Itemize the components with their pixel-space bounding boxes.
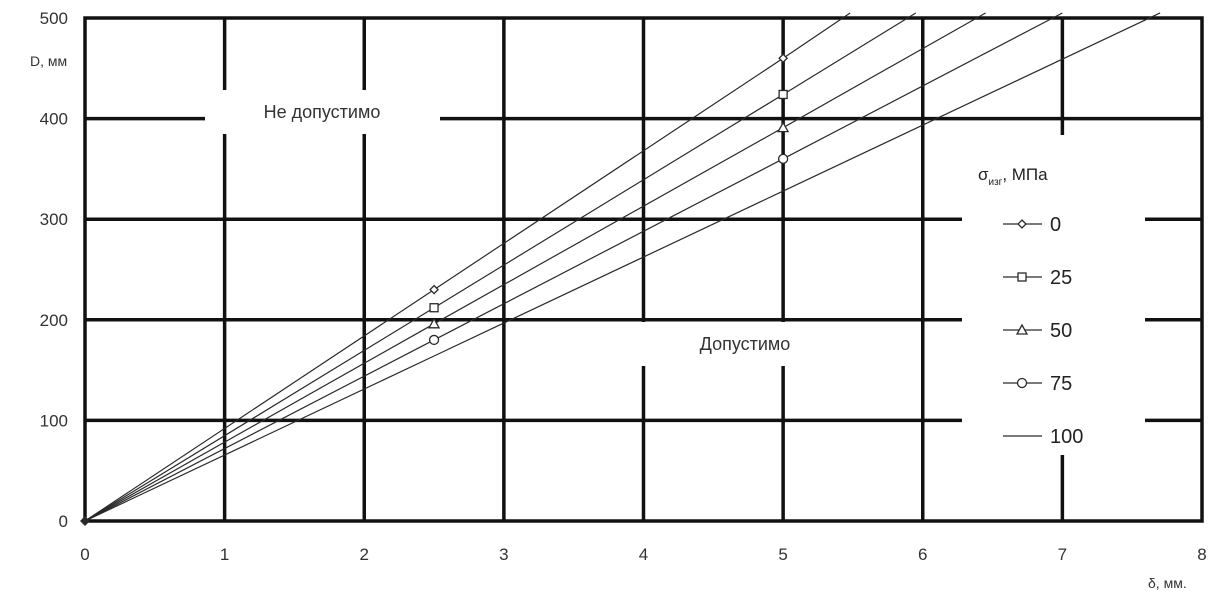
series-line-100 — [85, 12, 1161, 521]
data-point-75 — [777, 153, 789, 164]
plot-frame — [83, 16, 1204, 523]
legend-label: 25 — [1050, 267, 1072, 289]
series-100 — [85, 12, 1161, 521]
series-line-25 — [85, 12, 917, 521]
series-line-75 — [85, 12, 1063, 521]
data-point-0 — [778, 53, 789, 64]
x-tick-label: 1 — [220, 545, 229, 564]
series-line-0 — [85, 12, 851, 521]
legend-item-0: 0 — [1003, 214, 1061, 236]
legend-item-100: 100 — [1003, 426, 1083, 448]
x-tick-label: 3 — [499, 545, 508, 564]
data-point-75 — [428, 334, 440, 346]
x-tick-label: 4 — [639, 545, 648, 564]
legend-marker — [1017, 272, 1027, 282]
x-tick-label: 7 — [1058, 545, 1067, 564]
legend-marker — [1017, 219, 1027, 229]
data-point-0 — [429, 284, 439, 295]
y-axis-title: D, мм — [30, 53, 67, 69]
data-point-50 — [777, 121, 790, 133]
legend-marker — [1016, 377, 1028, 389]
allowed-region-label: Допустимо — [700, 334, 791, 354]
legend-title-subscript: изг — [989, 177, 1003, 188]
origin-point — [80, 516, 90, 526]
x-tick-label: 0 — [80, 545, 89, 564]
legend-title: σизг, МПа — [978, 165, 1048, 188]
legend-marker — [1015, 323, 1029, 335]
x-tick-label: 5 — [778, 545, 787, 564]
legend-item-75: 75 — [1003, 373, 1072, 395]
legend-label: 75 — [1050, 373, 1072, 395]
y-tick-label: 200 — [40, 311, 68, 330]
y-tick-label: 300 — [40, 210, 68, 229]
legend-item-25: 25 — [1003, 267, 1072, 289]
x-tick-label: 8 — [1197, 545, 1206, 564]
series-0 — [85, 12, 851, 521]
allowed-region-box — [625, 322, 865, 366]
legend-title-symbol: σ — [978, 165, 989, 184]
data-point-50 — [427, 317, 441, 329]
y-tick-label: 0 — [59, 512, 68, 531]
not-allowed-region-label: Не допустимо — [264, 102, 381, 122]
x-axis-title: δ, мм. — [1148, 575, 1187, 591]
not-allowed-region-box — [205, 90, 440, 134]
y-tick-label: 100 — [40, 411, 68, 430]
legend-title-unit: , МПа — [1002, 165, 1048, 184]
y-tick-label: 400 — [40, 110, 68, 129]
legend-label: 0 — [1050, 214, 1061, 236]
x-tick-label: 6 — [918, 545, 927, 564]
series-75 — [85, 12, 1063, 521]
legend-items: 0 25 50 75 100 — [1003, 214, 1083, 448]
data-point-25 — [429, 303, 439, 313]
x-tick-label: 2 — [360, 545, 369, 564]
legend-box — [962, 135, 1145, 455]
series-group — [80, 12, 1161, 526]
series-25 — [85, 12, 917, 521]
data-point-25 — [778, 89, 788, 100]
y-tick-label: 500 — [40, 9, 68, 28]
legend: σизг, МПа 0 25 50 75 100 — [962, 135, 1145, 455]
series-line-50 — [85, 12, 986, 521]
legend-item-50: 50 — [1003, 320, 1072, 342]
legend-label: 50 — [1050, 320, 1072, 342]
legend-label: 100 — [1050, 426, 1083, 448]
series-50 — [85, 12, 986, 521]
